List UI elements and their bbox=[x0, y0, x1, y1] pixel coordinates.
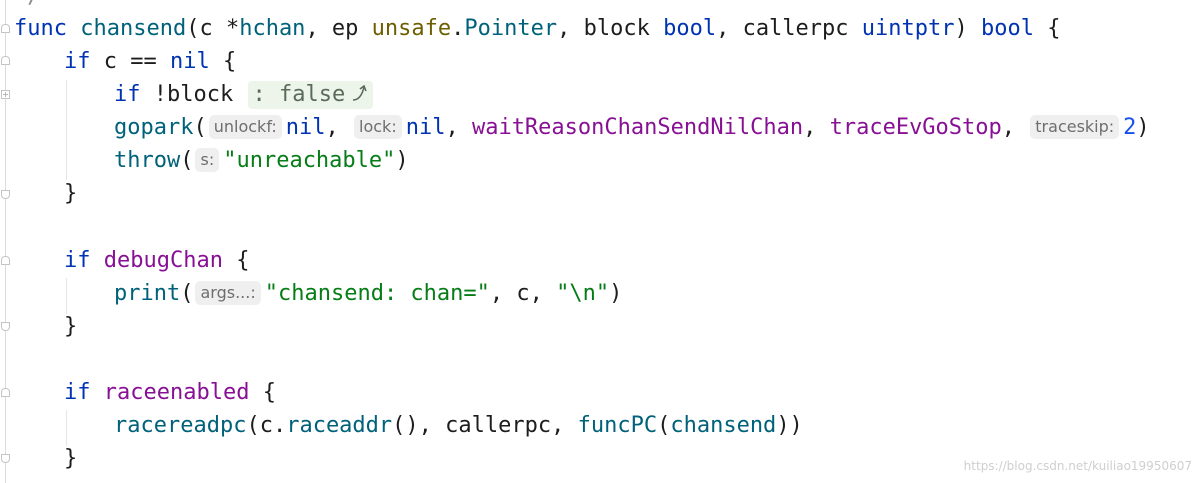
parameter-hint: traceskip: bbox=[1030, 115, 1120, 139]
type-name: Pointer bbox=[464, 16, 558, 41]
code-text: { bbox=[209, 49, 237, 74]
function-call: throw bbox=[114, 148, 181, 173]
parameter-hint: args...: bbox=[195, 281, 261, 305]
code-text: { bbox=[222, 248, 250, 273]
parameter-hint: lock: bbox=[354, 115, 402, 139]
type-name: bool bbox=[981, 16, 1034, 41]
keyword: if bbox=[64, 380, 91, 405]
constant-name: waitReasonChanSendNilChan bbox=[471, 115, 804, 140]
parameter-hint: unlockf: bbox=[208, 115, 282, 139]
keyword: if bbox=[64, 248, 91, 273]
code-line-13[interactable]: racereadpc(c.raceaddr(), callerpc, funcP… bbox=[114, 409, 803, 442]
type-name: uintptr bbox=[861, 16, 955, 41]
code-text: ( bbox=[180, 148, 194, 173]
code-text: (c. bbox=[246, 413, 287, 438]
function-name: chansend bbox=[80, 16, 187, 41]
fold-gutter bbox=[0, 0, 12, 483]
code-text: ) bbox=[395, 148, 409, 173]
code-text: * bbox=[225, 16, 240, 41]
number-literal: 2 bbox=[1123, 115, 1137, 140]
code-text: , bbox=[803, 115, 830, 140]
code-line-14[interactable]: } bbox=[64, 442, 77, 475]
variable-name: debugChan bbox=[103, 248, 223, 273]
code-text: ) bbox=[1136, 115, 1150, 140]
code-text: { bbox=[1033, 16, 1061, 41]
code-text: } bbox=[64, 314, 78, 339]
fold-marker-icon[interactable] bbox=[1, 24, 10, 33]
code-text: ( bbox=[180, 281, 194, 306]
code-line-9[interactable]: print(args...:"chansend: chan=", c, "\n"… bbox=[114, 277, 622, 310]
string-literal: "unreachable" bbox=[223, 148, 396, 173]
keyword: if bbox=[114, 82, 141, 107]
code-text: , c, bbox=[489, 281, 557, 306]
jump-arrow-icon[interactable] bbox=[351, 83, 369, 103]
code-line-10[interactable]: } bbox=[64, 310, 77, 343]
fold-expand-icon[interactable] bbox=[1, 90, 10, 99]
dataflow-hint[interactable]: : false bbox=[248, 81, 374, 109]
code-text: )) bbox=[776, 413, 803, 438]
code-line-8[interactable]: if debugChan { bbox=[64, 244, 249, 277]
comment-fragment: */ bbox=[14, 0, 41, 13]
code-text: ( bbox=[657, 413, 671, 438]
fold-marker-icon[interactable] bbox=[1, 56, 10, 65]
code-line-6[interactable]: } bbox=[64, 177, 77, 210]
code-line-12[interactable]: if raceenabled { bbox=[64, 376, 276, 409]
keyword: nil bbox=[169, 49, 210, 74]
type-name: hchan bbox=[239, 16, 306, 41]
constant-name: traceEvGoStop bbox=[829, 115, 1002, 140]
dataflow-hint-text: : false bbox=[252, 82, 346, 107]
code-text: { bbox=[249, 380, 276, 405]
fold-marker-icon[interactable] bbox=[1, 190, 10, 199]
code-text: (), callerpc, bbox=[392, 413, 578, 438]
indent-guide bbox=[66, 278, 67, 314]
code-text: } bbox=[64, 446, 78, 471]
fold-marker-icon[interactable] bbox=[1, 322, 10, 331]
string-literal: "chansend: chan=" bbox=[264, 281, 490, 306]
code-text: ) bbox=[954, 16, 981, 41]
code-text: ) bbox=[609, 281, 623, 306]
function-call: racereadpc bbox=[114, 413, 247, 438]
code-text: . bbox=[451, 16, 465, 41]
function-call: gopark bbox=[114, 115, 194, 140]
code-text: , bbox=[1001, 115, 1029, 140]
function-reference: chansend bbox=[670, 413, 777, 438]
fold-marker-icon[interactable] bbox=[1, 454, 10, 463]
keyword: nil bbox=[405, 115, 446, 140]
package-name: unsafe bbox=[371, 16, 452, 41]
watermark: https://blog.csdn.net/kuiliao19950607 bbox=[963, 459, 1192, 473]
code-text: } bbox=[64, 181, 78, 206]
method-call: raceaddr bbox=[286, 413, 393, 438]
fold-marker-icon[interactable] bbox=[1, 388, 10, 397]
code-line-1[interactable]: func chansend(c *hchan, ep unsafe.Pointe… bbox=[14, 12, 1060, 45]
code-text: c == bbox=[90, 49, 170, 74]
keyword: func bbox=[14, 16, 67, 41]
keyword: if bbox=[64, 49, 91, 74]
type-name: bool bbox=[663, 16, 717, 41]
code-text: , ep bbox=[305, 16, 372, 41]
code-text: , callerpc bbox=[716, 16, 862, 41]
gutter-line bbox=[5, 0, 6, 483]
code-text: (c bbox=[186, 16, 226, 41]
indent-guide bbox=[66, 80, 67, 180]
code-text: ( bbox=[193, 115, 207, 140]
code-text: , block bbox=[557, 16, 664, 41]
indent-guide bbox=[66, 410, 67, 446]
code-text: , bbox=[445, 115, 472, 140]
keyword: nil bbox=[285, 115, 326, 140]
code-line-4[interactable]: gopark(unlockf:nil, lock:nil, waitReason… bbox=[114, 111, 1150, 144]
string-literal: "\n" bbox=[556, 281, 610, 306]
function-call: print bbox=[114, 281, 181, 306]
code-text: !block bbox=[140, 82, 234, 107]
code-line-3[interactable]: if !block : false bbox=[114, 78, 374, 111]
variable-name: raceenabled bbox=[103, 380, 250, 405]
code-line-2[interactable]: if c == nil { bbox=[64, 45, 236, 78]
code-line-5[interactable]: throw(s:"unreachable") bbox=[114, 144, 409, 177]
code-text: , bbox=[325, 115, 353, 140]
fold-marker-icon[interactable] bbox=[1, 256, 10, 265]
function-call: funcPC bbox=[577, 413, 658, 438]
parameter-hint: s: bbox=[195, 148, 220, 172]
